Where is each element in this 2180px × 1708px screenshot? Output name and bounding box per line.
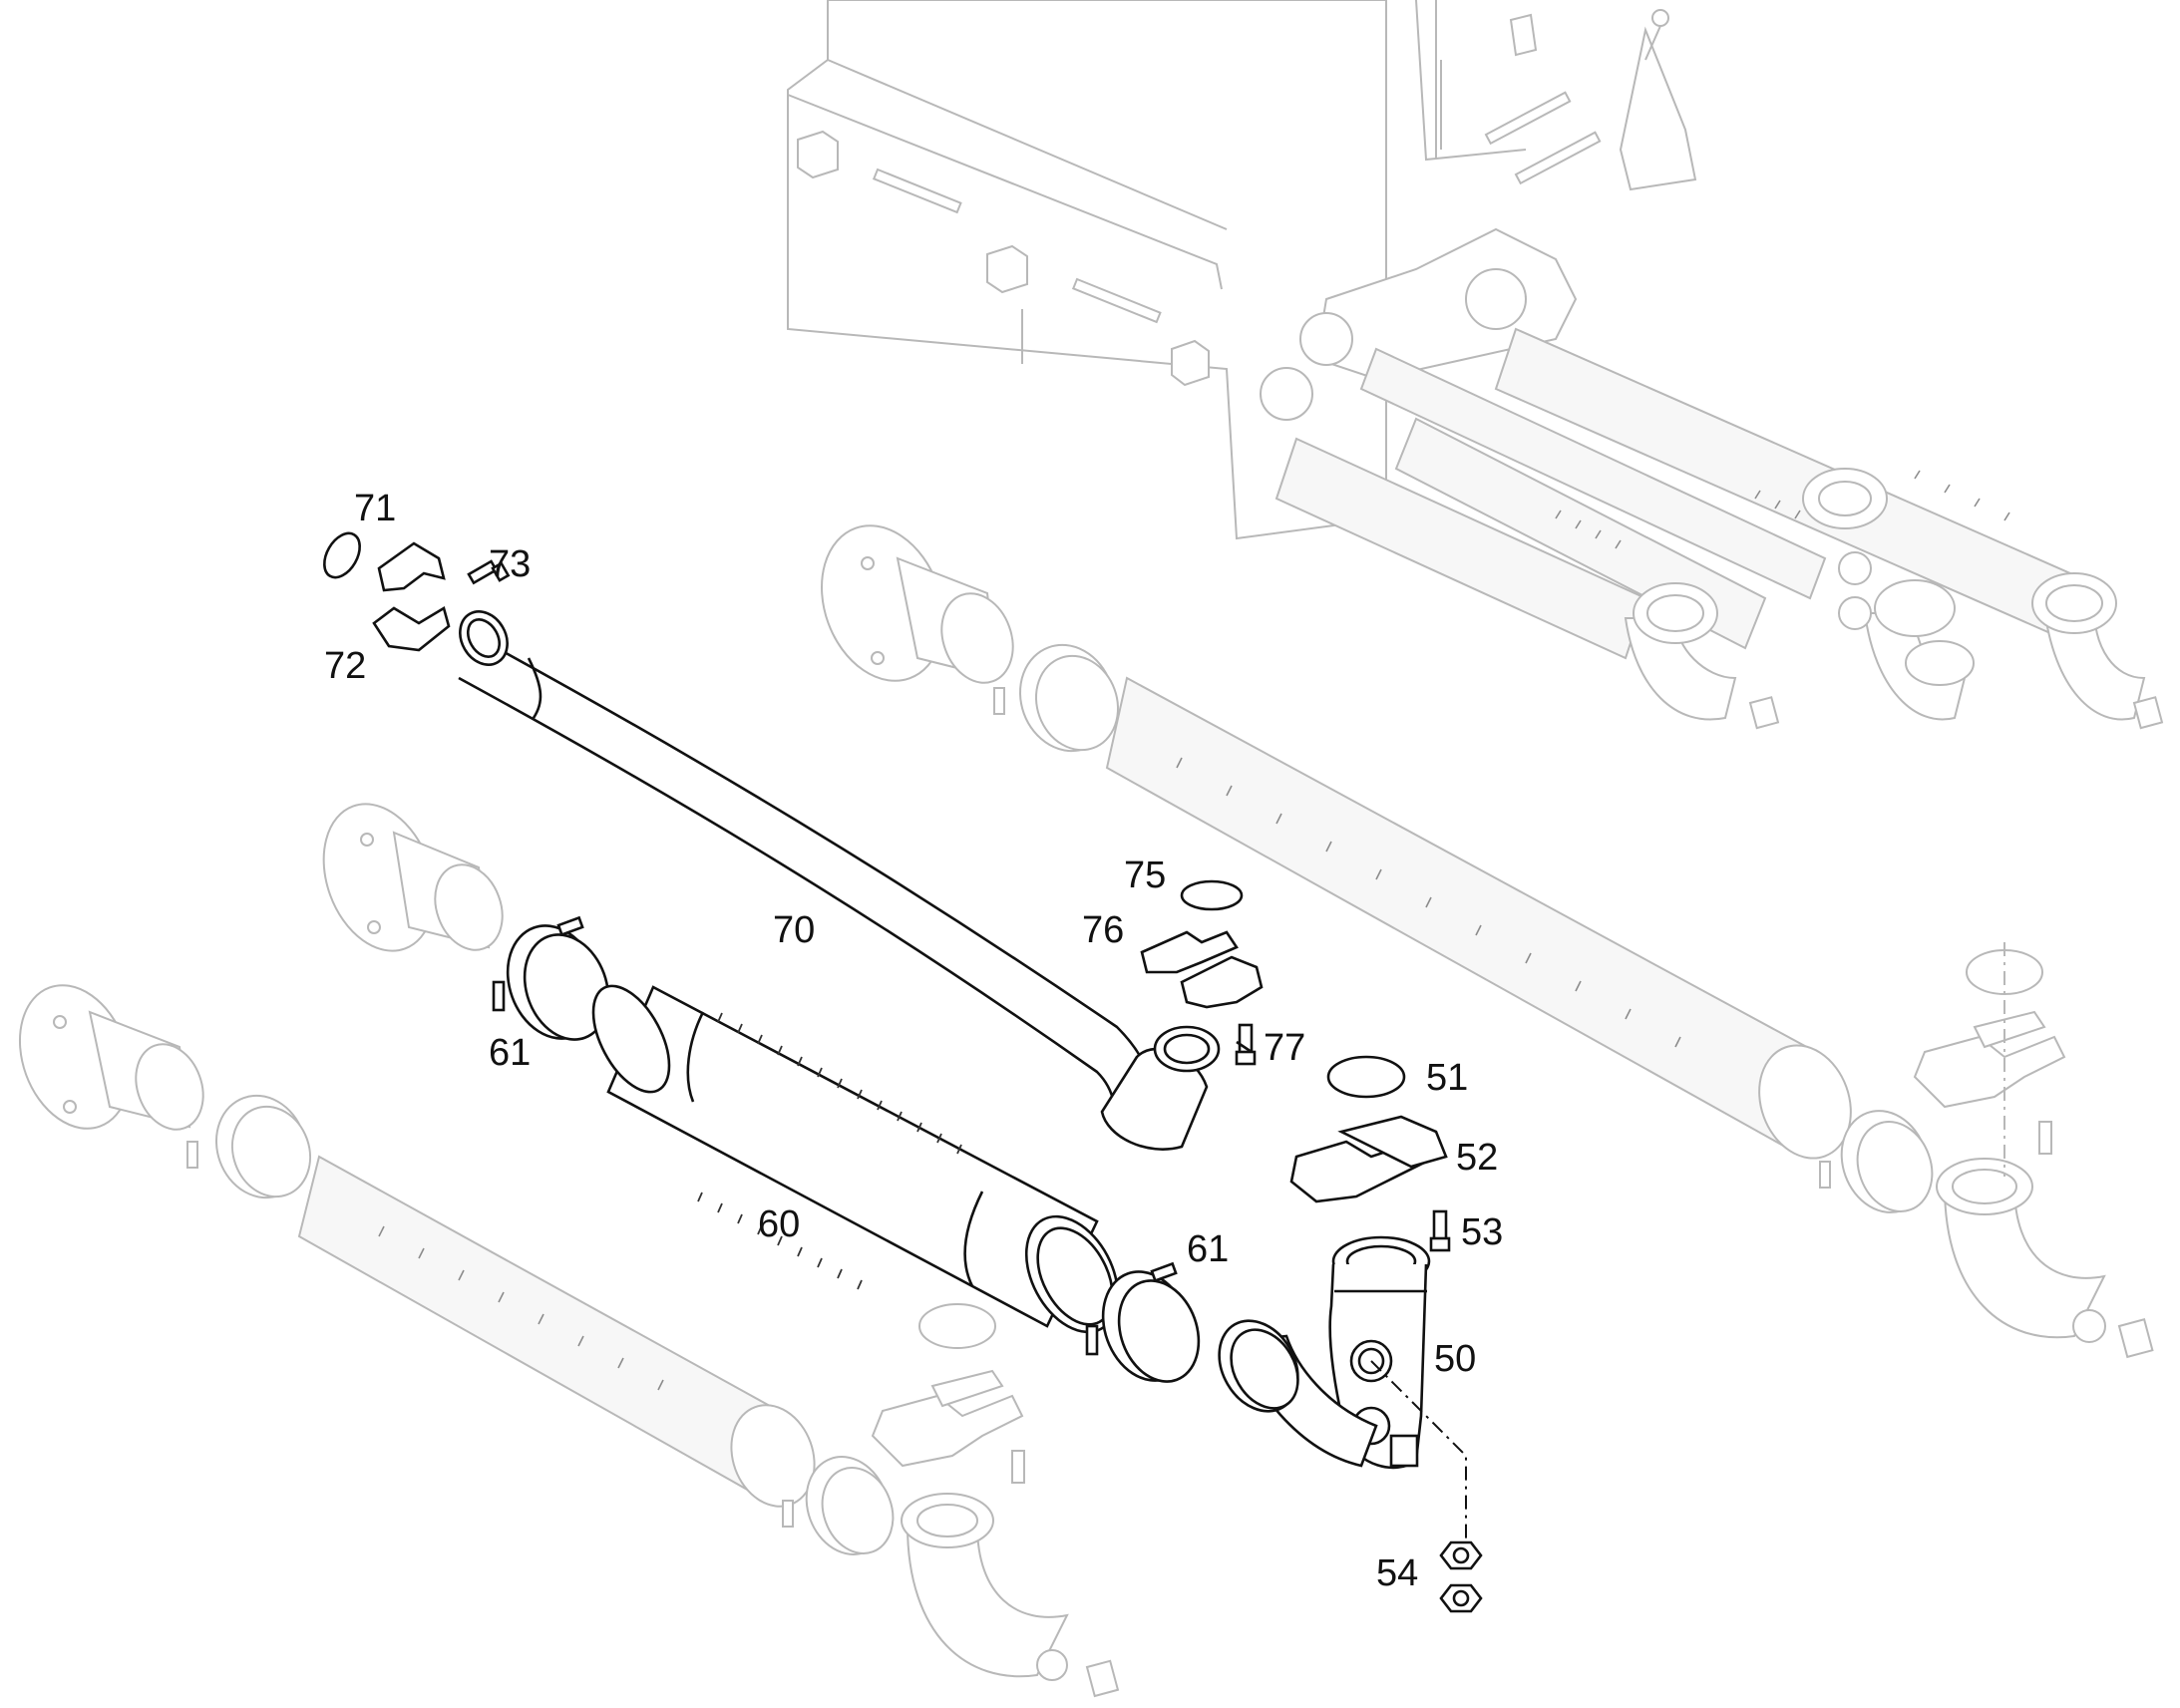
part-61-upper-clamp — [492, 915, 610, 1041]
right-hose-ribs — [1176, 757, 1681, 1048]
callout-61-upper: 61 — [489, 1032, 531, 1074]
callout-73: 73 — [489, 543, 531, 585]
callout-54: 54 — [1376, 1552, 1418, 1594]
callout-60: 60 — [758, 1203, 800, 1245]
callout-52: 52 — [1456, 1137, 1498, 1179]
callout-53: 53 — [1461, 1211, 1503, 1253]
upper-hose-assemblies — [1260, 227, 2164, 730]
callout-51: 51 — [1426, 1057, 1468, 1099]
right-context-hose — [821, 524, 2154, 1359]
left-context-hose — [18, 984, 1120, 1698]
machine-housing — [787, 0, 1697, 540]
callout-61-lower: 61 — [1187, 1228, 1229, 1270]
hose-60-ribs — [697, 1012, 962, 1290]
upper-left-flange — [322, 803, 504, 952]
callout-50: 50 — [1434, 1338, 1476, 1380]
part-61-lower-clamp — [1085, 1261, 1201, 1383]
part-76-clamp — [1140, 930, 1264, 1009]
part-60-corrugated-hose — [591, 984, 1120, 1334]
part-73-bolt — [467, 559, 511, 585]
part-72-clamp — [372, 541, 451, 652]
callout-leaders — [1236, 1040, 1253, 1054]
callout-71: 71 — [354, 488, 396, 529]
callout-75: 75 — [1124, 854, 1166, 896]
left-hose-ribs — [378, 1225, 664, 1391]
part-51-o-ring — [1326, 1055, 1406, 1099]
callout-76: 76 — [1082, 909, 1124, 951]
part-53-bolt — [1429, 1209, 1451, 1252]
callout-labels: 71 73 72 70 75 76 77 61 51 52 53 60 61 5… — [324, 488, 1503, 1594]
part-54-nuts — [1439, 1540, 1483, 1613]
part-71-o-ring — [323, 531, 361, 579]
callout-77: 77 — [1264, 1027, 1305, 1069]
callout-70: 70 — [773, 909, 815, 951]
part-70-hose — [458, 610, 1221, 1151]
callout-72: 72 — [324, 645, 366, 687]
part-75-o-ring — [1180, 879, 1244, 911]
part-52-clamp — [1289, 1115, 1448, 1203]
part-50-elbow — [1218, 1235, 1467, 1555]
upper-hose-ribs — [1555, 470, 2010, 549]
